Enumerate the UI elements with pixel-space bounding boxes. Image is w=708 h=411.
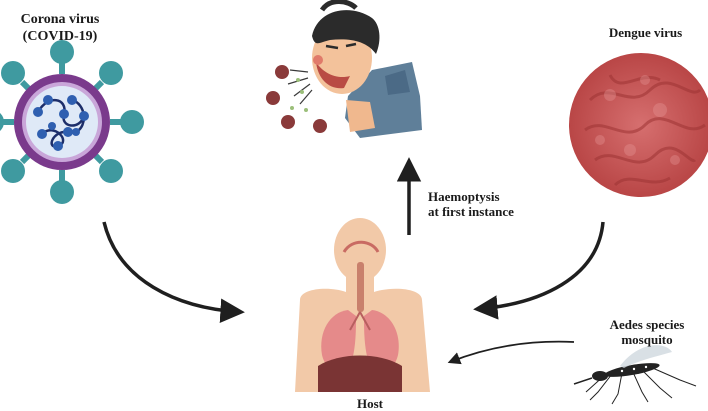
corona-virus-label: Corona virus (COVID-19) <box>0 12 120 45</box>
arrow-mosquito-to-host <box>447 340 575 365</box>
haemoptysis-label: Haemoptysis at first instance <box>428 189 538 220</box>
aedes-label-line2: mosquito <box>621 332 673 348</box>
host-body-icon <box>295 218 430 392</box>
arrow-dengue-to-host <box>473 221 605 320</box>
haemoptysis-label-line1: Haemoptysis <box>428 189 500 204</box>
aedes-mosquito-label: Aedes species mosquito <box>592 317 702 348</box>
haemoptysis-label-line2: at first instance <box>428 204 514 220</box>
arrow-corona-to-host <box>102 221 245 323</box>
corona-virus-label-line1: Corona virus <box>20 12 100 27</box>
sneezing-person-icon <box>266 0 422 138</box>
corona-virus-label-line2: (COVID-19) <box>22 28 98 44</box>
dengue-virus-icon <box>569 53 708 197</box>
host-label: Host <box>357 396 383 411</box>
aedes-label-line1: Aedes species <box>609 317 685 332</box>
mosquito-icon <box>573 345 697 405</box>
dengue-virus-label: Dengue virus <box>608 25 683 40</box>
coronavirus-icon <box>0 40 144 204</box>
